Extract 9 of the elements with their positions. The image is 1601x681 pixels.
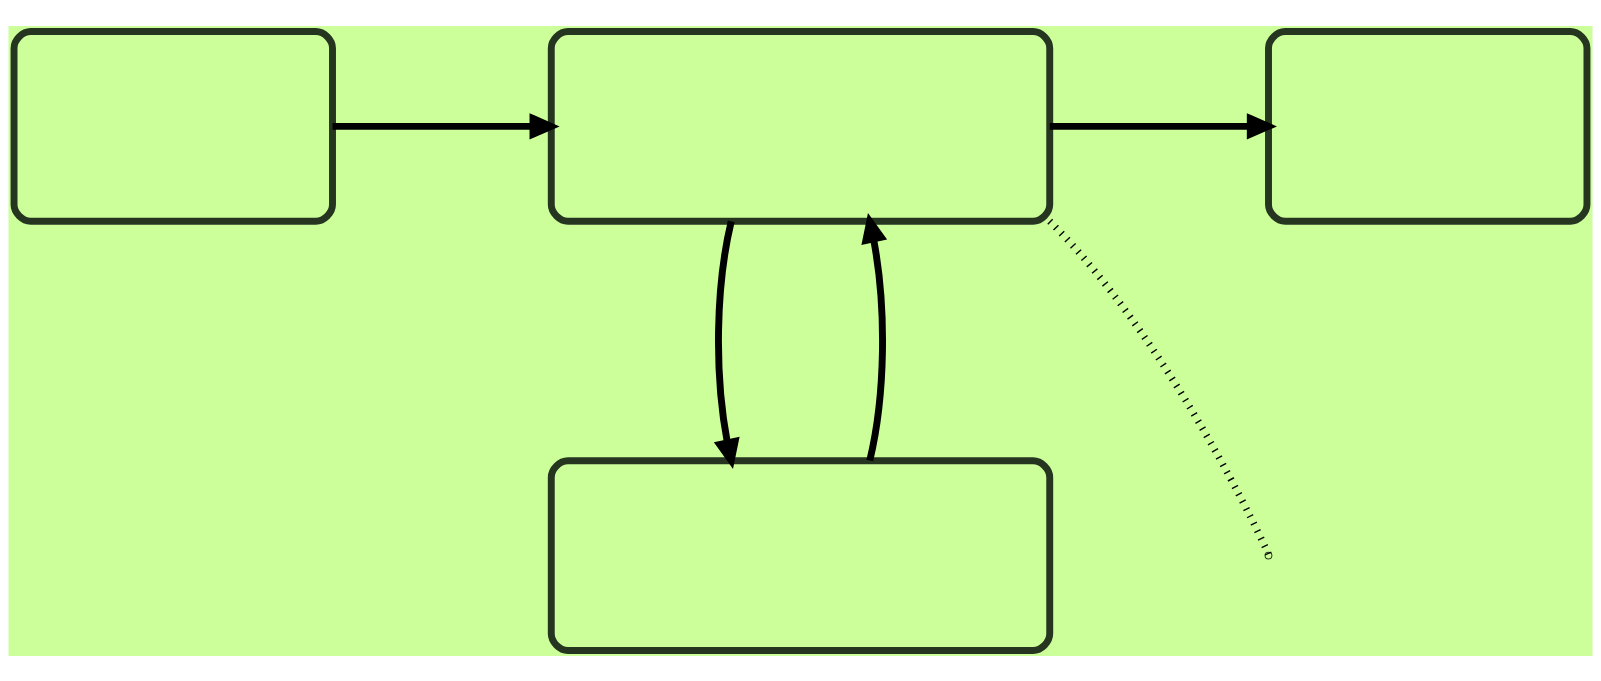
node-box: [10, 27, 336, 225]
arrow: [713, 220, 740, 469]
node-box: [547, 27, 1054, 225]
arrow: [1049, 112, 1277, 140]
node-box: [1265, 27, 1591, 225]
connector: [1047, 218, 1272, 556]
node-box: [547, 456, 1054, 654]
arrow: [332, 112, 560, 140]
arrow: [861, 212, 888, 461]
